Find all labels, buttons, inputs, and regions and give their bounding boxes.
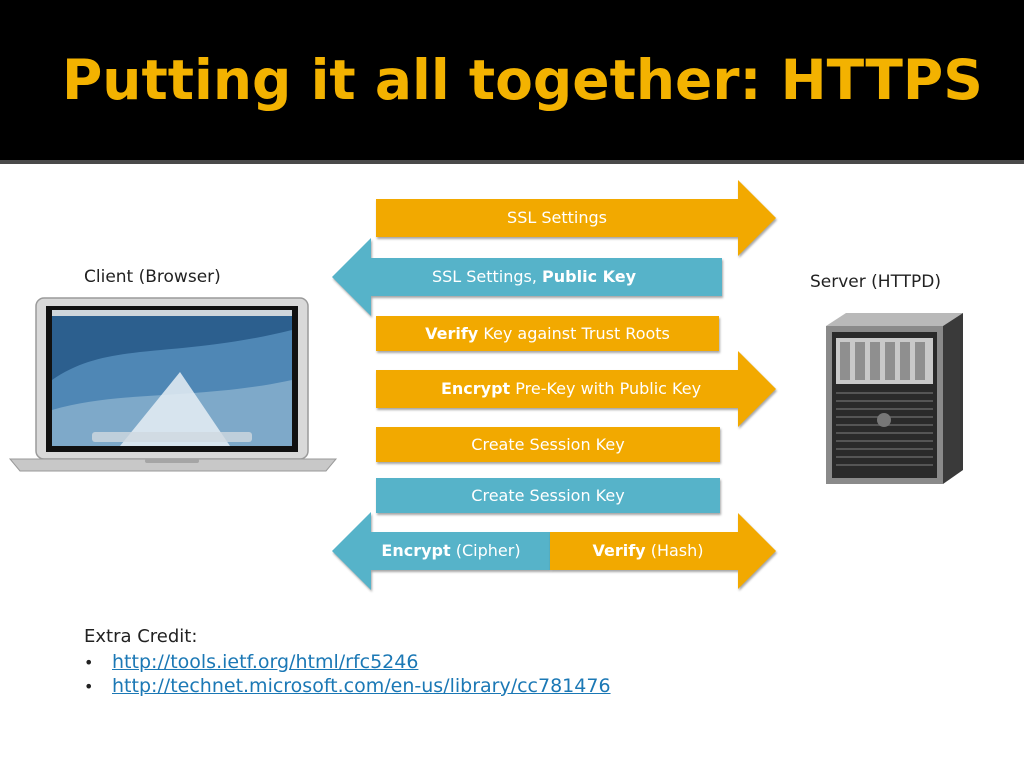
encrypt-prekey-label: Encrypt Pre-Key with Public Key [376, 379, 766, 398]
extra-credit-title: Extra Credit: [84, 626, 611, 647]
verify-label: Verify Key against Trust Roots [376, 324, 719, 343]
bullet: • [84, 653, 112, 672]
rfc5246-link[interactable]: http://tools.ietf.org/html/rfc5246 [112, 651, 418, 673]
hash-label-bold: Verify [592, 541, 645, 560]
verify-label-bold: Verify [425, 324, 478, 343]
ssl-settings-label: SSL Settings [376, 208, 738, 227]
cipher-label-bold: Encrypt [381, 541, 450, 560]
public-key-label: SSL Settings, Public Key [400, 267, 668, 286]
bullet: • [84, 677, 112, 696]
list-item: • http://technet.microsoft.com/en-us/lib… [84, 675, 611, 697]
server-label: Server (HTTPD) [810, 272, 941, 292]
client-label: Client (Browser) [84, 267, 221, 287]
list-item: • http://tools.ietf.org/html/rfc5246 [84, 651, 611, 673]
laptop-icon [10, 298, 336, 471]
hash-label: Verify (Hash) [560, 541, 736, 560]
server-tower-icon [826, 313, 963, 484]
cipher-label: Encrypt (Cipher) [362, 541, 540, 560]
cipher-label-rest: (Cipher) [451, 541, 521, 560]
client-session-key-label: Create Session Key [376, 435, 720, 454]
hash-label-rest: (Hash) [646, 541, 704, 560]
public-key-label-prefix: SSL Settings, [432, 267, 542, 286]
public-key-label-bold: Public Key [542, 267, 636, 286]
server-session-key-label: Create Session Key [376, 486, 720, 505]
extra-credit: Extra Credit: • http://tools.ietf.org/ht… [84, 626, 611, 697]
verify-label-rest: Key against Trust Roots [478, 324, 670, 343]
encrypt-prekey-label-rest: Pre-Key with Public Key [510, 379, 701, 398]
encrypt-prekey-label-bold: Encrypt [441, 379, 510, 398]
technet-link[interactable]: http://technet.microsoft.com/en-us/libra… [112, 675, 611, 697]
